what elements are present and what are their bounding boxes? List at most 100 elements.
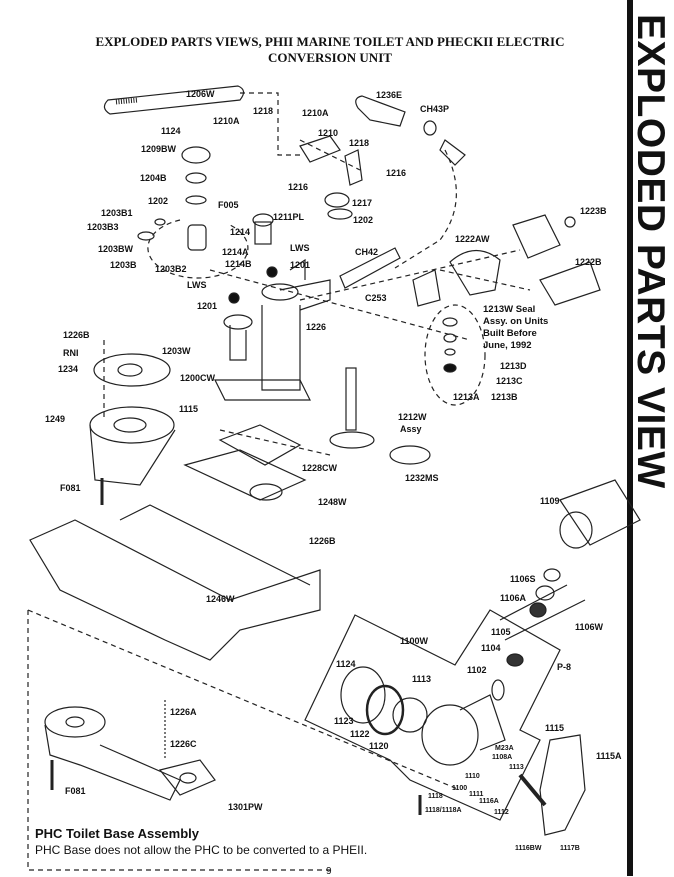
- part-label: 1211PL: [273, 212, 305, 222]
- seal-note-line: Assy. on Units: [483, 316, 549, 327]
- part-seal-assembly: [442, 317, 458, 373]
- part-label: 1228CW: [302, 463, 338, 473]
- part-label: 1248W: [318, 497, 347, 507]
- part-handle: [103, 85, 245, 115]
- part-label: 1203B1: [101, 208, 133, 218]
- part-label: 1203B: [110, 260, 137, 270]
- part-label: CH42: [355, 247, 379, 257]
- seal-assembly-note: 1213W Seal Assy. on Units Built Before J…: [483, 304, 548, 352]
- part-valve-body: [137, 146, 211, 251]
- part-label: 1113: [509, 764, 524, 771]
- part-label: F081: [65, 786, 86, 796]
- part-label: 1118: [428, 793, 443, 800]
- part-label: CH43P: [420, 104, 450, 114]
- part-label: 1122: [350, 729, 370, 739]
- part-label: 1226A: [170, 707, 197, 717]
- part-label: 1106A: [500, 593, 527, 603]
- part-label: 1226: [306, 322, 327, 332]
- side-divider-bar: [627, 0, 633, 876]
- part-label: 1200CW: [180, 373, 216, 383]
- part-label: 1210: [318, 128, 339, 138]
- part-label: 1214A: [222, 247, 249, 257]
- part-label: 1105: [491, 627, 511, 637]
- part-label: 1226B: [309, 536, 336, 546]
- part-label: 1106S: [510, 574, 536, 584]
- part-label: 1118/1118A: [425, 807, 462, 814]
- part-label: 1234: [58, 364, 79, 374]
- part-label: 1124: [161, 126, 181, 136]
- part-label: 1249: [45, 414, 66, 424]
- part-label: 1116A: [479, 798, 499, 805]
- seal-note-line: 1213W Seal: [483, 304, 536, 315]
- part-label: 1203B3: [87, 222, 119, 232]
- part-label: 1113: [412, 674, 432, 684]
- part-label: 1203W: [162, 346, 191, 356]
- part-label: M23A: [495, 745, 514, 752]
- part-label: 1104: [481, 643, 501, 653]
- part-label: 1115: [545, 723, 565, 733]
- part-label: F081: [60, 483, 81, 493]
- seal-note-line: June, 1992: [483, 340, 532, 351]
- part-label: 1232MS: [405, 473, 439, 483]
- page-title-line-2: CONVERSION UNIT: [268, 50, 392, 65]
- part-label: 1301PW: [228, 802, 263, 812]
- part-label: 1209BW: [141, 144, 177, 154]
- part-macerator-pump: [304, 609, 586, 836]
- part-label: 1124: [336, 659, 356, 669]
- part-label: C253: [365, 293, 387, 303]
- part-label: 1117B: [560, 845, 580, 852]
- part-label: 1214: [230, 227, 251, 237]
- part-label: 1100: [452, 785, 468, 792]
- part-label: 1222B: [575, 257, 602, 267]
- part-label: 1111: [469, 791, 484, 798]
- part-label: 1203B2: [155, 264, 187, 274]
- part-label: 1123: [334, 716, 354, 726]
- page-number: 9: [326, 866, 332, 877]
- part-phc-base: [44, 700, 216, 801]
- part-label: 1222AW: [455, 234, 490, 244]
- part-label: 1120: [369, 741, 389, 751]
- part-label: 1226C: [170, 739, 197, 749]
- part-label: RNI: [63, 348, 79, 358]
- part-label: 1201: [290, 260, 311, 270]
- part-hoses: [299, 95, 601, 307]
- part-label: 1223B: [580, 206, 607, 216]
- assembly-guide-lines: [27, 92, 531, 871]
- part-label: 1210A: [213, 116, 240, 126]
- part-label: 1213D: [500, 361, 527, 371]
- part-label: 1100W: [400, 636, 429, 646]
- part-label: F005: [218, 200, 239, 210]
- part-label: LWS: [187, 280, 207, 290]
- part-label: 1217: [352, 198, 373, 208]
- part-label: 1246W: [206, 594, 235, 604]
- part-label: 1202: [148, 196, 169, 206]
- part-label: 1213B: [491, 392, 518, 402]
- part-label: 1115: [179, 404, 199, 414]
- part-label: 1226B: [63, 330, 90, 340]
- part-label: 1203BW: [98, 244, 134, 254]
- part-label: 1108A: [492, 754, 513, 761]
- part-label: 1115A: [596, 751, 622, 761]
- part-pump-body: [214, 213, 331, 401]
- seal-note-line: Built Before: [483, 328, 537, 339]
- part-label: 1214B: [225, 259, 252, 269]
- part-plunger: [329, 367, 431, 465]
- part-label: Assy: [400, 424, 422, 434]
- part-label: 1204B: [140, 173, 167, 183]
- part-label: LWS: [290, 243, 310, 253]
- inset-note: PHC Base does not allow the PHC to be co…: [35, 843, 368, 857]
- page-title-line-1: EXPLODED PARTS VIEWS, PHII MARINE TOILET…: [95, 34, 565, 49]
- part-base: [29, 353, 321, 661]
- part-label: 1202: [353, 215, 374, 225]
- part-label: P-8: [557, 662, 572, 672]
- part-label: 1216: [386, 168, 407, 178]
- part-electric-motor: [499, 479, 641, 641]
- part-label: 1106W: [575, 622, 604, 632]
- part-label: 1110: [465, 773, 480, 780]
- part-label: 1212W: [398, 412, 427, 422]
- part-label: 1201: [197, 301, 218, 311]
- part-label: 1206W: [186, 89, 215, 99]
- part-label: 1102: [467, 665, 487, 675]
- part-label: 1213A: [453, 392, 480, 402]
